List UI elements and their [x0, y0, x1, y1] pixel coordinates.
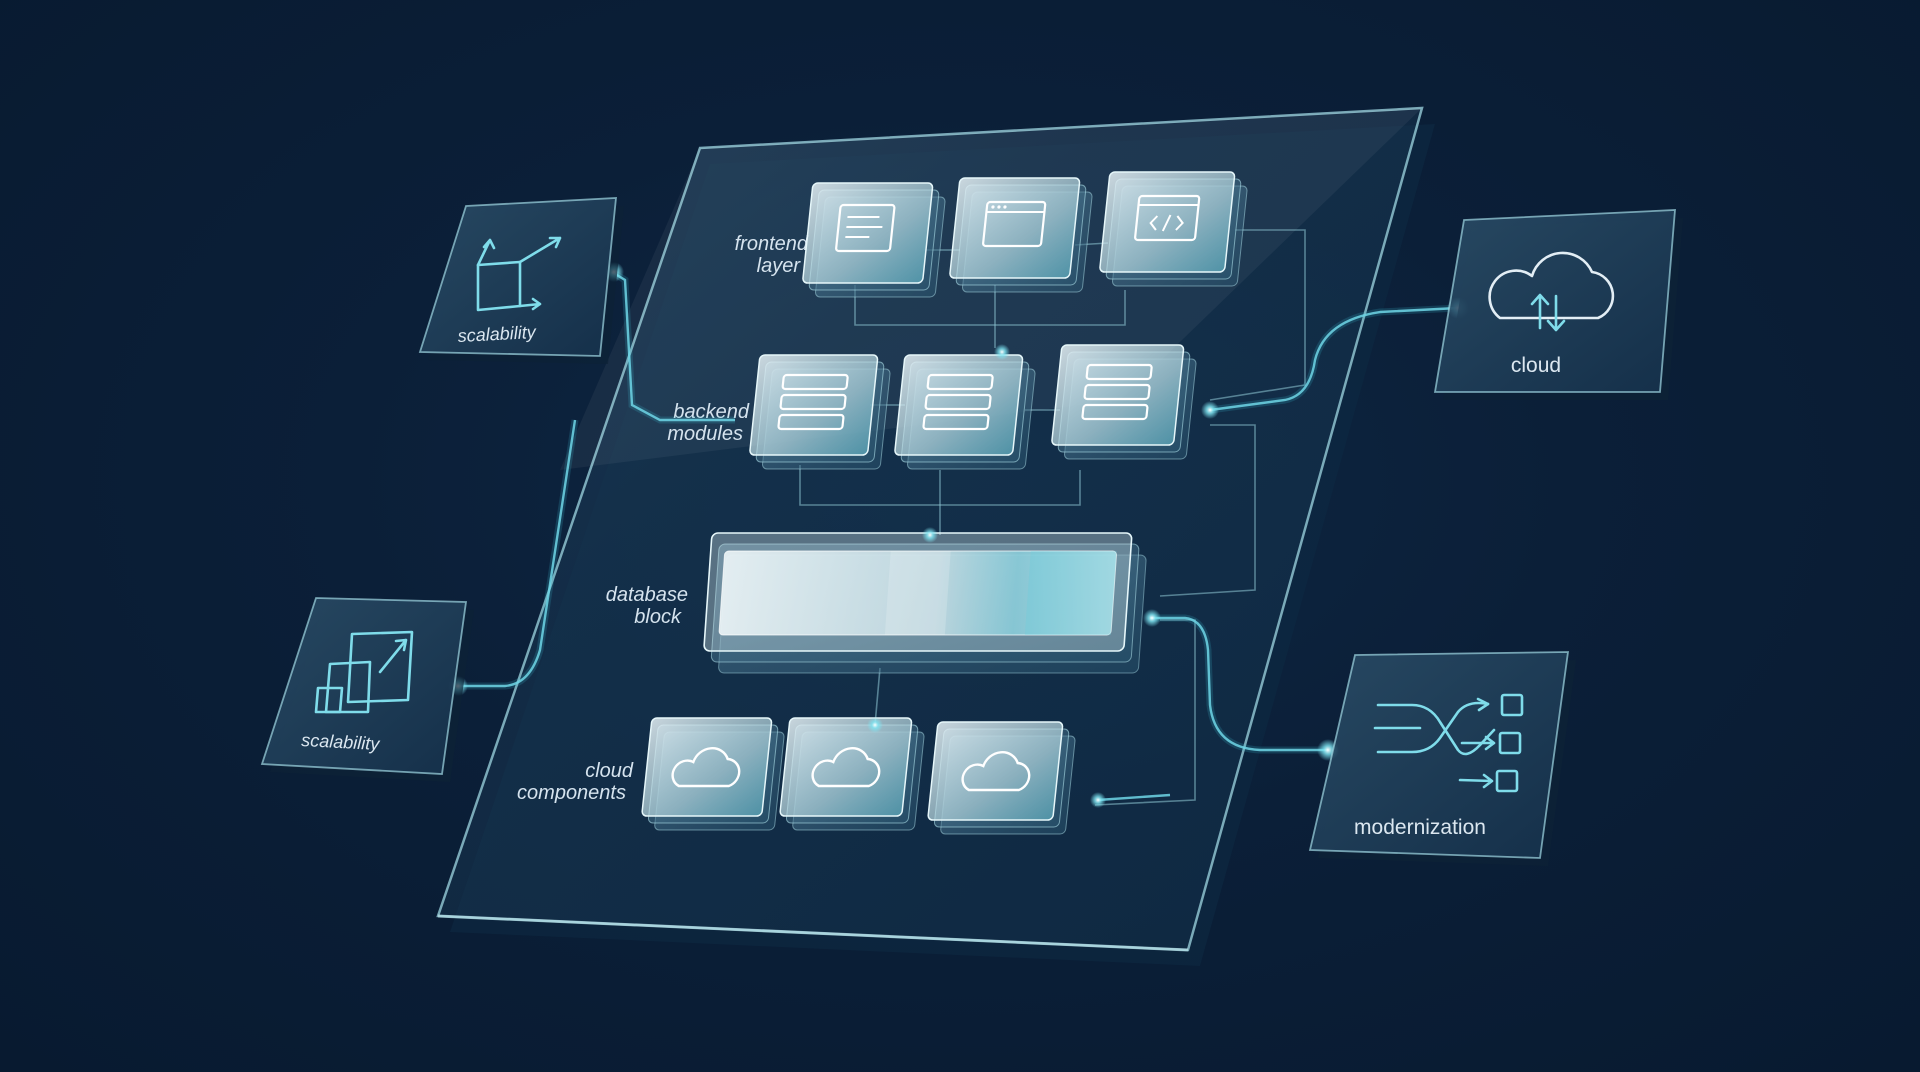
code-icon: [1134, 194, 1201, 242]
side-card-scalability-bottom: scalability: [260, 597, 474, 782]
frontend-tile-1: [802, 182, 946, 298]
frontend-label-line2: layer: [757, 255, 802, 277]
scalability-bottom-label: scalability: [301, 730, 381, 754]
cloud-components-label-line2: components: [517, 782, 626, 804]
backend-tile-3: [1051, 344, 1197, 460]
backend-label-line2: modules: [667, 423, 743, 445]
scalability-top-label: scalability: [457, 322, 537, 346]
browser-window-icon: [982, 200, 1047, 248]
side-card-scalability-top: scalability: [418, 197, 624, 364]
cloud-card-label: cloud: [1511, 354, 1561, 377]
cloud-tile-2: [779, 717, 925, 831]
side-card-cloud: cloud: [1433, 209, 1683, 400]
cloud-tile-3: [927, 721, 1076, 835]
row-label-frontend: frontend layer: [735, 233, 809, 277]
backend-label-line1: backend: [673, 401, 749, 423]
backend-tile-2: [894, 354, 1036, 470]
cloud-icon: [811, 747, 881, 788]
row-label-database: database block: [606, 584, 688, 628]
panel-connectors: [799, 229, 1306, 806]
frontend-label-line1: frontend: [735, 233, 809, 255]
cloud-icon: [671, 747, 741, 788]
row-label-backend: backend modules: [667, 401, 749, 445]
row-label-cloud: cloud components: [517, 760, 634, 804]
resize-scale-icon: [314, 630, 414, 714]
server-stack-icon: [777, 373, 849, 431]
growth-arrows-icon: [476, 236, 562, 312]
cloud-icon: [961, 751, 1031, 792]
server-stack-icon: [1081, 363, 1153, 421]
cloud-components-label-line1: cloud: [585, 760, 634, 782]
cloud-tile-1: [641, 717, 785, 831]
cloud-sync-icon: [1488, 251, 1615, 332]
side-card-modernization: modernization: [1308, 651, 1576, 866]
document-icon: [835, 203, 896, 253]
database-label-line2: block: [634, 606, 682, 628]
frontend-tile-2: [949, 177, 1093, 293]
backend-tile-1: [749, 354, 891, 470]
database-block: [703, 532, 1147, 674]
server-stack-icon: [922, 373, 994, 431]
database-label-line1: database: [606, 584, 688, 606]
migration-flow-icon: [1373, 693, 1524, 793]
modernization-card-label: modernization: [1354, 816, 1486, 839]
frontend-tile-3: [1099, 171, 1248, 287]
